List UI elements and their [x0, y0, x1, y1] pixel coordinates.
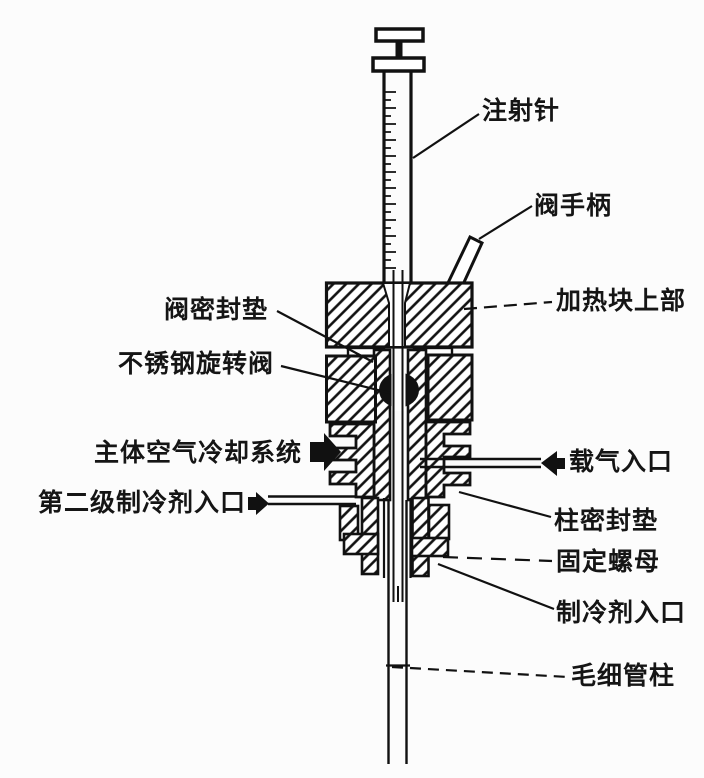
leader-heating-block	[463, 300, 553, 311]
fins-left	[328, 422, 376, 499]
label-valve-seal-gasket: 阀密封垫	[164, 297, 269, 324]
label-carrier-gas-inlet: 载气入口	[569, 449, 674, 476]
refrigerant-inlet-arrow-icon	[248, 492, 269, 515]
leader-fixing-nut	[442, 555, 553, 563]
valve-block-left	[325, 354, 377, 424]
label-valve-handle: 阀手柄	[534, 193, 613, 220]
leader-valve-seal	[276, 310, 374, 363]
fins-right	[424, 420, 472, 499]
nut-foot-right	[410, 536, 450, 558]
injection-needle-lines	[392, 270, 404, 602]
label-fixing-nut: 固定螺母	[556, 549, 661, 576]
barrel-graduations	[385, 91, 396, 269]
carrier-gas-arrow-icon	[541, 451, 565, 476]
label-stainless-rotary-valve: 不锈钢旋转阀	[118, 351, 275, 378]
label-column-seal-gasket: 柱密封垫	[554, 508, 659, 535]
nut-foot-left	[342, 532, 380, 556]
carrier-gas-tube	[420, 457, 541, 469]
leader-capillary-column	[391, 665, 569, 679]
capillary-column-lines	[386, 500, 410, 764]
leader-column-seal	[458, 490, 552, 519]
valve-block-right	[426, 353, 474, 422]
lower-assembly	[338, 496, 451, 578]
cooling-fins	[328, 420, 472, 499]
plunger-cap	[374, 27, 425, 43]
nut-right	[427, 503, 451, 541]
label-heating-block-upper: 加热块上部	[556, 288, 687, 315]
barrel-flange	[371, 56, 426, 73]
guide-tube	[382, 498, 412, 578]
label-capillary-column: 毛细管柱	[571, 663, 676, 690]
air-cooling-arrow-icon	[310, 433, 341, 471]
leader-refrigerant-inlet	[437, 562, 555, 611]
central-column-right	[406, 348, 428, 502]
label-air-cooling-system: 主体空气冷却系统	[94, 440, 303, 467]
leader-injection-needle	[412, 113, 480, 159]
leader-rotary-valve	[280, 364, 391, 395]
leader-lines	[276, 113, 569, 679]
syringe	[371, 27, 426, 283]
label-injection-needle: 注射针	[482, 98, 561, 125]
label-refrigerant-inlet: 制冷剂入口	[556, 600, 687, 627]
leader-valve-handle	[478, 205, 533, 240]
label-second-refrigerant-inlet: 第二级制冷剂入口	[38, 490, 247, 517]
heating-block-upper-part	[324, 281, 474, 358]
plunger-stem	[395, 41, 403, 59]
barrel	[382, 71, 413, 283]
second-refrigerant-tube	[268, 495, 356, 506]
